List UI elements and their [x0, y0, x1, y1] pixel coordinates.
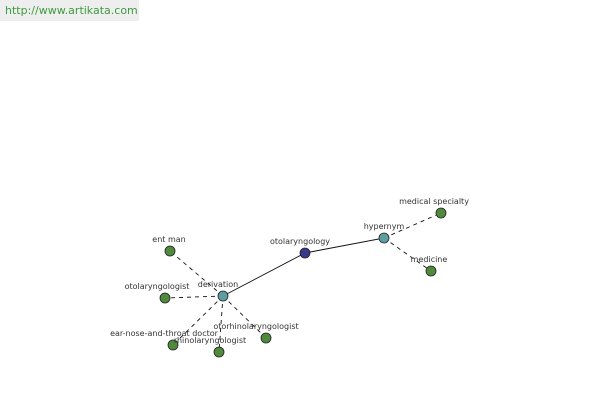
node-ent-man[interactable]: ent man: [152, 235, 186, 257]
node-label-derivation: derivation: [198, 280, 238, 289]
edge-derivation-to-ear-nose-and-throat-doctor: [172, 295, 224, 346]
node-hypernym[interactable]: hypernym: [364, 222, 405, 244]
edge-derivation-to-otorhinolaryngologist: [222, 295, 267, 339]
node-dot-ear-nose-and-throat-doctor[interactable]: [167, 339, 179, 351]
edge-derivation-to-otolaryngologist: [164, 295, 224, 299]
edge-derivation-to-ent-man: [169, 250, 224, 297]
node-label-medicine: medicine: [411, 255, 448, 264]
node-otolaryngologist[interactable]: otolaryngologist: [125, 282, 190, 304]
edge-hypernym-to-medicine: [383, 237, 432, 272]
node-rhinolaryngologist[interactable]: rhinolaryngologist: [174, 336, 246, 358]
node-dot-medicine[interactable]: [425, 265, 437, 277]
edge-hypernym-to-medical-specialty: [383, 212, 442, 239]
node-otolaryngology[interactable]: otolaryngology: [270, 237, 330, 259]
node-dot-derivation[interactable]: [217, 290, 229, 302]
node-derivation[interactable]: derivation: [198, 280, 238, 302]
edge-otolaryngology-to-derivation: [222, 252, 306, 297]
node-label-rhinolaryngologist: rhinolaryngologist: [174, 336, 246, 345]
node-label-otorhinolaryngologist: otorhinolaryngologist: [213, 322, 298, 331]
node-dot-rhinolaryngologist[interactable]: [213, 346, 225, 358]
source-banner: http://www.artikata.com: [0, 0, 139, 21]
node-label-otolaryngology: otolaryngology: [270, 237, 330, 246]
node-medical-specialty[interactable]: medical specialty: [399, 197, 469, 219]
node-dot-ent-man[interactable]: [164, 245, 176, 257]
graph-nodes: otolaryngology hypernym derivation medical …: [110, 197, 469, 358]
edge-derivation-to-rhinolaryngologist: [218, 295, 224, 353]
node-dot-otorhinolaryngologist[interactable]: [260, 332, 272, 344]
node-dot-medical-specialty[interactable]: [435, 207, 447, 219]
node-label-ear-nose-and-throat-doctor: ear-nose-and-throat doctor: [110, 329, 219, 338]
node-label-hypernym: hypernym: [364, 222, 405, 231]
node-ear-nose-and-throat-doctor[interactable]: ear-nose-and-throat doctor: [110, 329, 219, 351]
source-link[interactable]: http://www.artikata.com: [5, 4, 138, 17]
node-medicine[interactable]: medicine: [411, 255, 448, 277]
node-otorhinolaryngologist[interactable]: otorhinolaryngologist: [213, 322, 299, 344]
node-dot-otolaryngologist[interactable]: [159, 292, 171, 304]
node-label-ent-man: ent man: [152, 235, 185, 244]
node-dot-hypernym[interactable]: [378, 232, 390, 244]
node-label-otolaryngologist: otolaryngologist: [125, 282, 190, 291]
node-label-medical-specialty: medical specialty: [399, 197, 469, 206]
edge-otolaryngology-to-hypernym: [304, 237, 385, 254]
node-dot-otolaryngology[interactable]: [299, 247, 311, 259]
graph-edges: [164, 212, 442, 353]
